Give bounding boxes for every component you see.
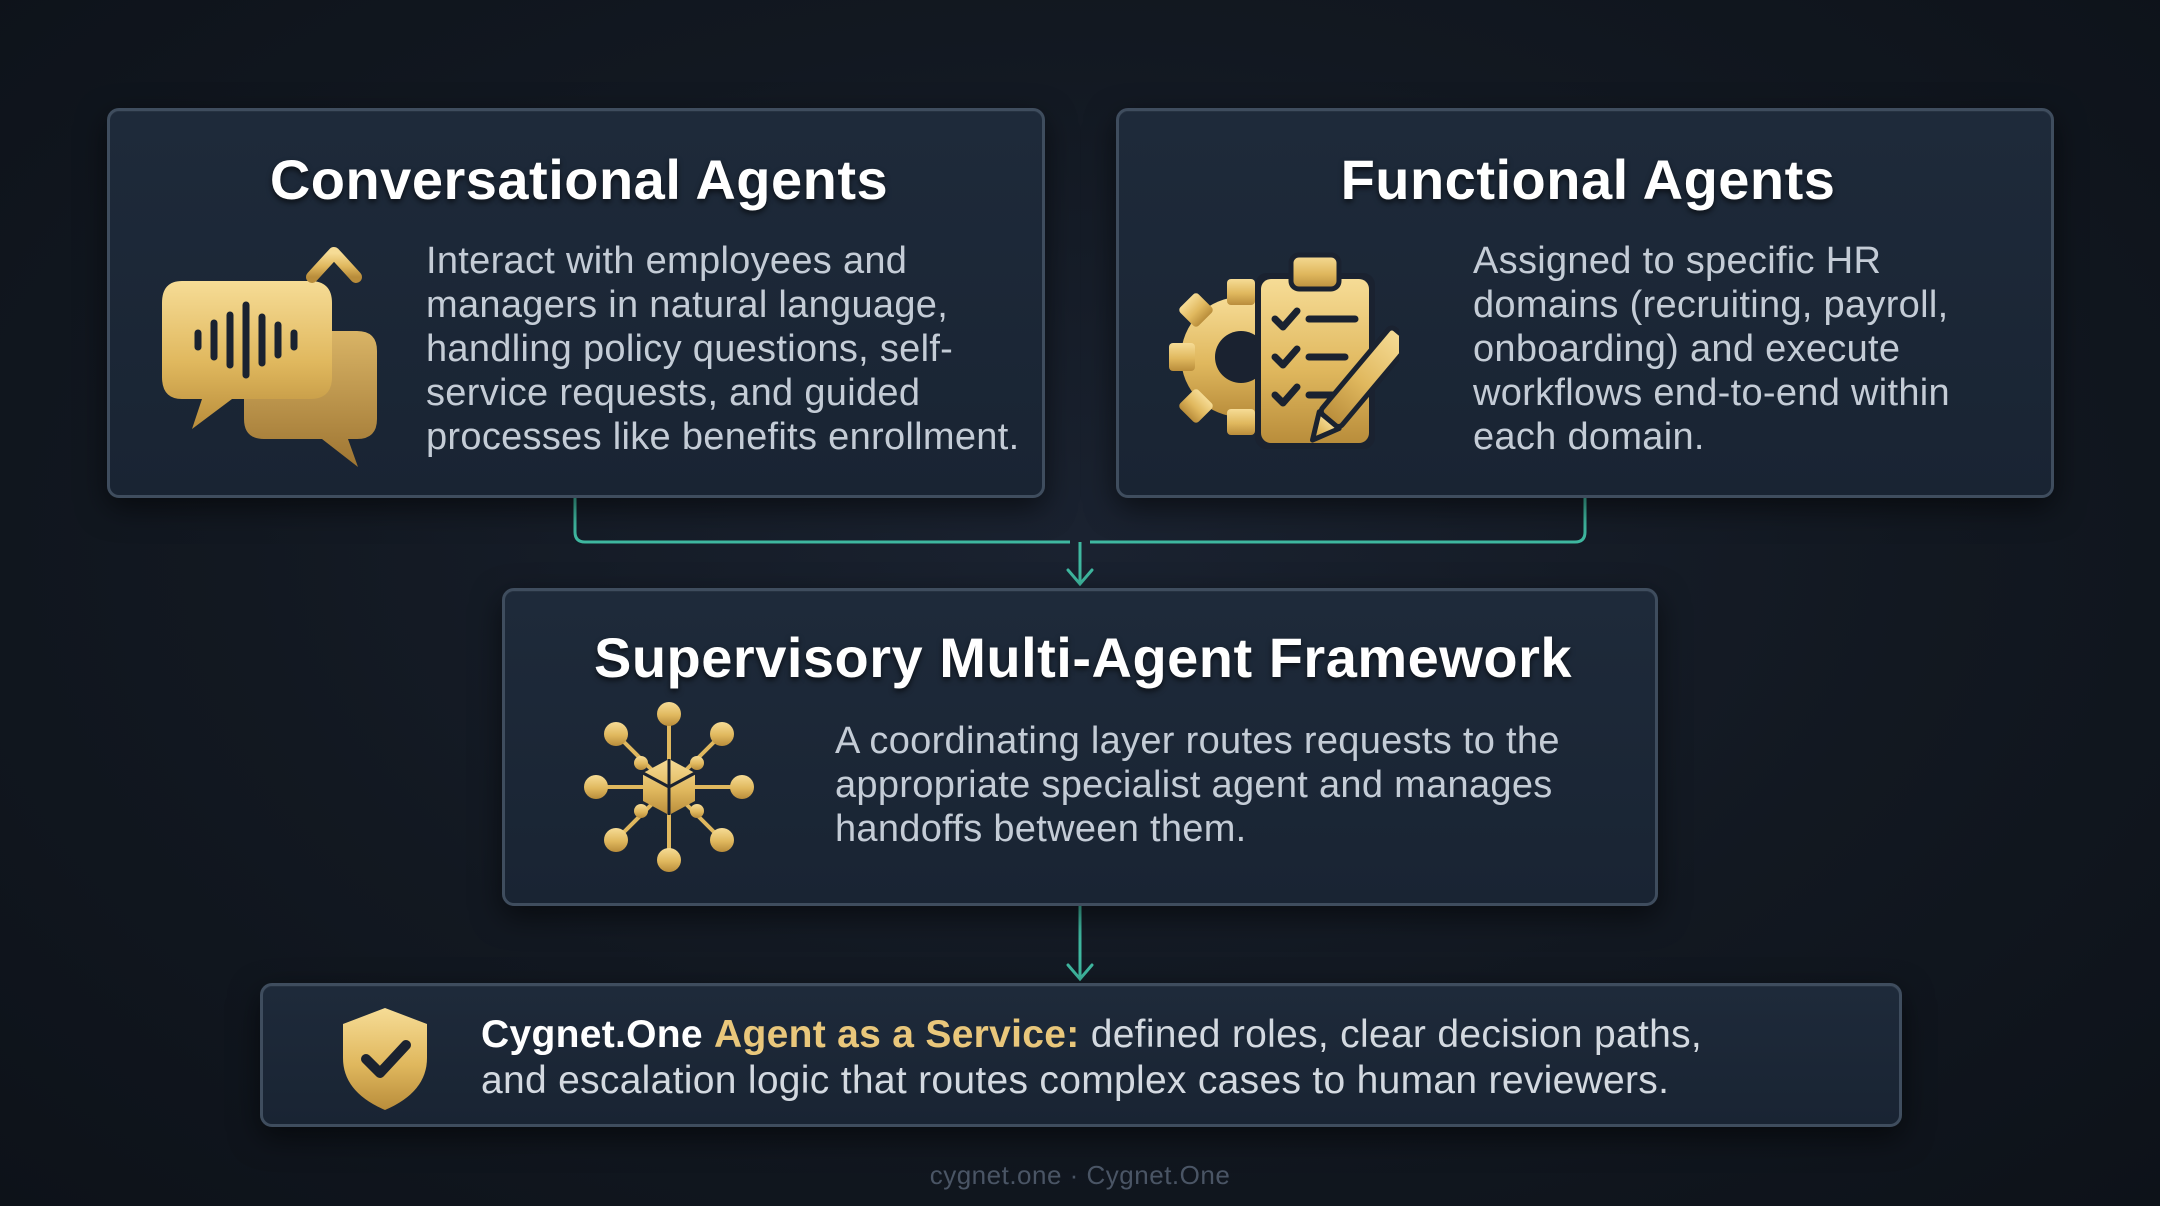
conversational-agents-title: Conversational Agents [269,148,889,211]
network-hub-icon [583,701,755,873]
agent-as-a-service-card: Cygnet.One Agent as a Service: defined r… [260,983,1902,1127]
conversational-agents-description: Interact with employees and managers in … [426,240,1020,458]
gear-checklist-icon [1169,245,1399,475]
connector-from-functional [1090,498,1587,544]
brand-name: Cygnet.One [481,1013,703,1056]
functional-agents-description: Assigned to specific HR domains (recruit… [1473,240,1950,458]
shield-check-icon [333,1004,437,1114]
functional-agents-title: Functional Agents [1340,148,1836,211]
functional-agents-card: Functional Agents [1116,108,2054,498]
agent-as-a-service-text: Cygnet.One Agent as a Service: defined r… [481,1012,1881,1104]
connector-from-conversational [573,498,1070,544]
arrowhead-to-service [1066,963,1094,982]
supervisory-framework-title: Supervisory Multi-Agent Framework [593,626,1572,689]
conversational-agents-card: Conversational Agents [107,108,1045,498]
arrowhead-to-supervisory [1066,568,1094,587]
service-description: defined roles, clear decision paths, and… [481,1013,1703,1102]
supervisory-framework-card: Supervisory Multi-Agent Framework [502,588,1658,906]
supervisory-framework-description: A coordinating layer routes requests to … [835,720,1560,850]
service-highlight: Agent as a Service: [714,1013,1080,1056]
chat-voice-icon [162,241,392,471]
footer-credit: cygnet.one · Cygnet.One [929,1160,1231,1190]
